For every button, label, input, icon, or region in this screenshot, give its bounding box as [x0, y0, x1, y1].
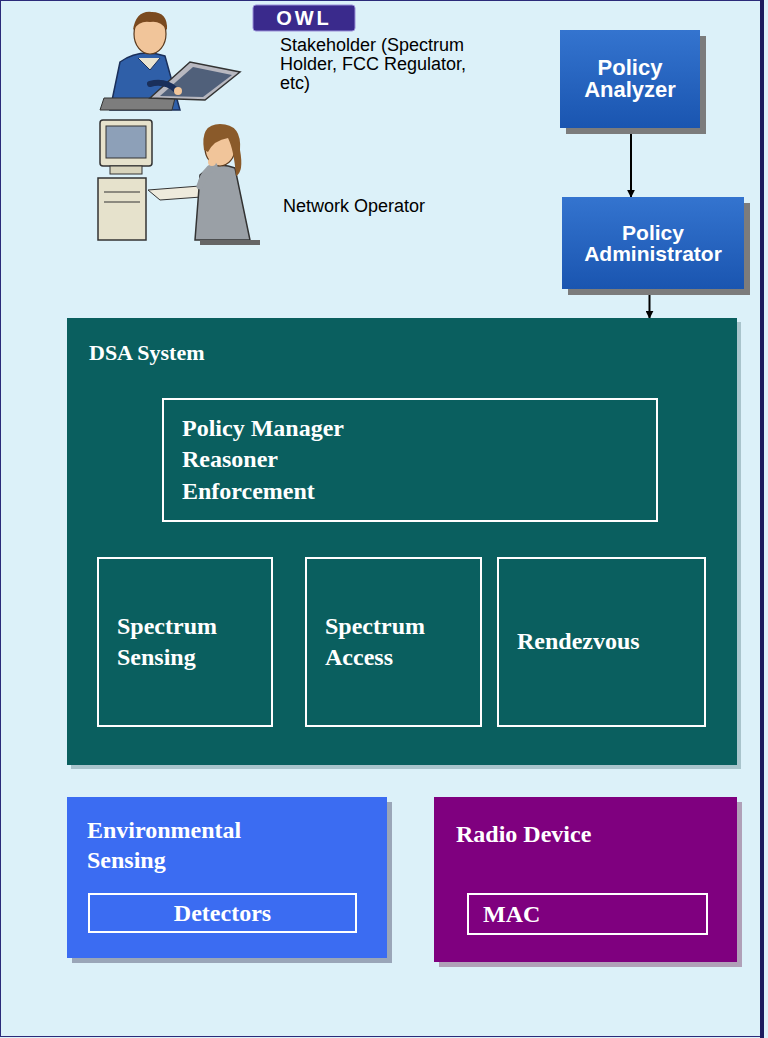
node-text: Radio Device: [456, 819, 591, 849]
operator-figure: [98, 120, 260, 245]
node-text: Policy Analyzer: [568, 57, 692, 101]
system-panel: DSA SystemPolicy ManagerReasonerEnforcem…: [67, 318, 737, 765]
node-text: Enforcement: [182, 476, 315, 507]
node-text: DSA System: [89, 340, 205, 366]
module-box: Spectrum Access: [305, 557, 482, 727]
node-text: MAC: [483, 901, 540, 927]
flow-arrow: [630, 128, 632, 197]
node-text: Reasoner: [182, 444, 278, 475]
stakeholder-label: Stakeholder (Spectrum Holder, FCC Regula…: [280, 36, 500, 93]
flow-arrow: [649, 289, 651, 318]
stakeholder-figure: [100, 12, 240, 110]
detector-box: Detectors: [88, 893, 357, 933]
owl-logo-plate: [253, 5, 355, 31]
logo-text: OWL: [253, 5, 355, 31]
module-box: Rendezvous: [497, 557, 706, 727]
radio-panel: Radio DeviceMAC: [434, 797, 737, 962]
node-text: Policy Manager: [182, 413, 344, 444]
node-text: Policy Administrator: [568, 222, 738, 264]
module-box: Spectrum Sensing: [97, 557, 273, 727]
mac-box: MAC: [467, 893, 708, 935]
node-text: Environmental Sensing: [87, 815, 277, 875]
node-text: Spectrum Sensing: [117, 611, 253, 673]
node-text: Detectors: [174, 900, 271, 926]
panel-edge: [760, 0, 764, 1038]
policy-box: Policy Administrator: [562, 197, 744, 289]
node-text: Rendezvous: [517, 626, 640, 657]
policy-box: Policy Analyzer: [560, 30, 700, 128]
manager-box: Policy ManagerReasonerEnforcement: [162, 398, 658, 522]
sensing-panel: Environmental SensingDetectors: [67, 797, 387, 958]
node-text: Spectrum Access: [325, 611, 462, 673]
operator-label: Network Operator: [283, 195, 513, 217]
